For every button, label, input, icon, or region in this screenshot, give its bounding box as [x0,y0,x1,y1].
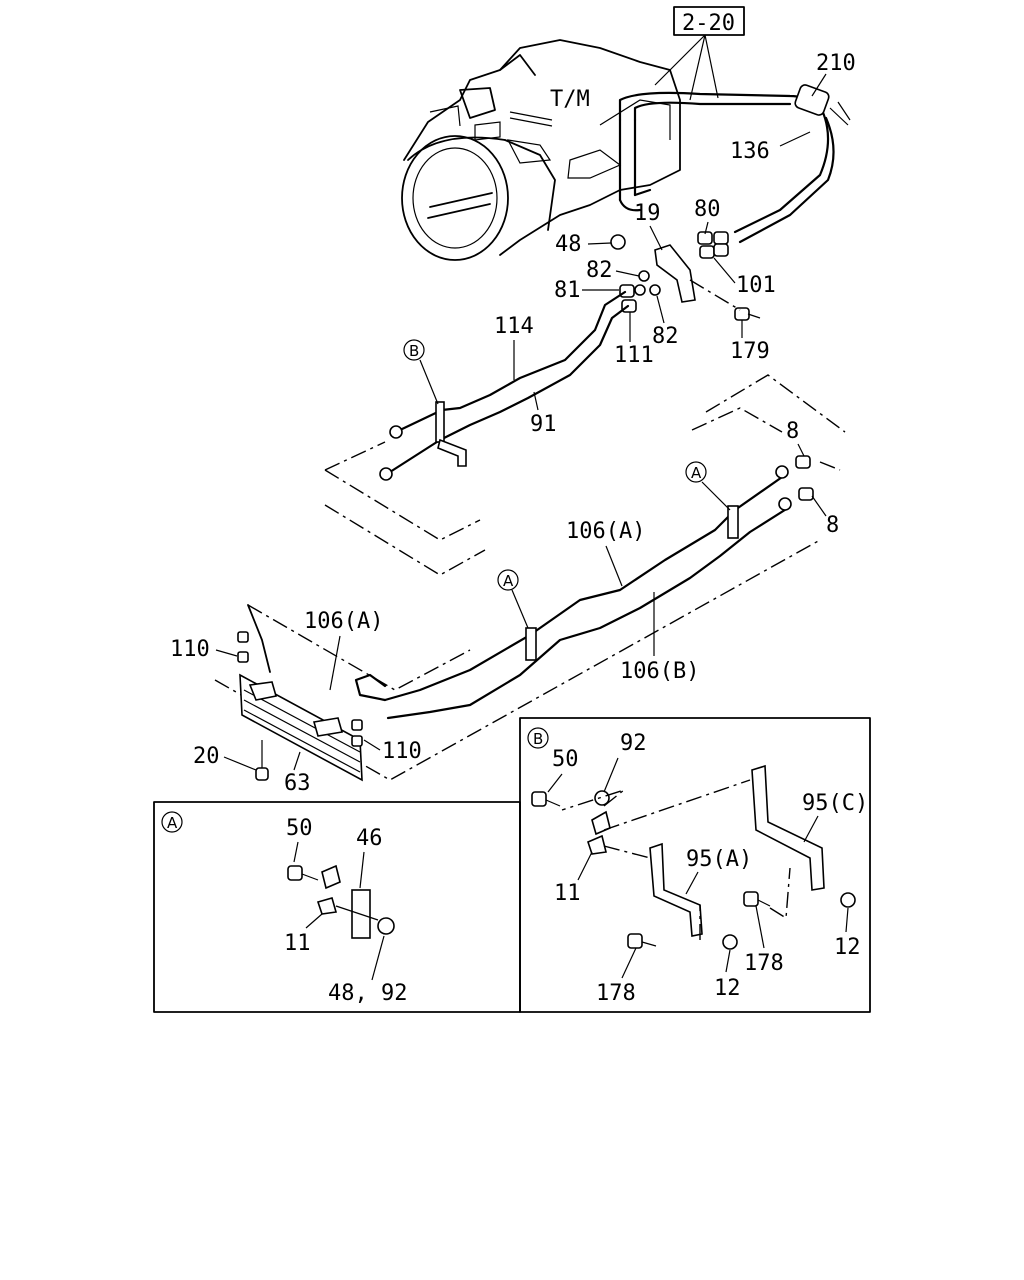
marker-a-lower-label: A [503,572,514,590]
callout-179: 179 [730,339,770,364]
detail-a-callout-11: 11 [284,931,311,956]
oil-cooler-63 [237,604,363,782]
callout-91: 91 [530,412,557,437]
transmission-drawing [401,39,681,261]
callout-101: 101 [736,273,776,298]
callout-110a: 110 [170,637,210,662]
bracket-19-assembly [610,231,761,321]
callout-114: 114 [494,314,534,339]
callout-82a: 82 [586,258,613,283]
detail-b-callout-11: 11 [554,881,581,906]
cooler-hose-lines [618,84,851,244]
callout-20: 20 [193,744,220,769]
detail-a-callout-46: 46 [356,826,383,851]
callout-82b: 82 [652,324,679,349]
callout-106a-upper: 106(A) [566,519,645,544]
detail-b-panel: B [519,717,871,1013]
detail-a-marker-icon [161,811,183,833]
callout-106a-lower: 106(A) [304,609,383,634]
detail-b-callout-92: 92 [620,731,647,756]
detail-a-callout-48-92: 48, 92 [328,981,407,1006]
callout-19: 19 [634,201,661,226]
callout-210: 210 [816,51,856,76]
callout-8b: 8 [826,513,839,538]
pipes-106 [354,455,814,720]
transmission-label: T/M [550,87,590,112]
callout-80: 80 [694,197,721,222]
detail-b-callout-50: 50 [552,747,579,772]
callout-106b: 106(B) [620,659,699,684]
marker-a-lower-icon [497,569,519,591]
detail-b-callout-178-left: 178 [596,981,636,1006]
detail-b-callout-95a: 95(A) [686,847,752,872]
detail-b-callout-95c: 95(C) [802,791,868,816]
detail-b-marker-icon [527,727,549,749]
callout-81: 81 [554,278,581,303]
hose-clamp [794,84,830,116]
callout-48: 48 [555,232,582,257]
nut-48 [610,234,626,250]
detail-b-callout-178-right: 178 [744,951,784,976]
detail-a-marker-label: A [167,814,178,832]
callout-8a: 8 [786,419,799,444]
marker-a-upper-label: A [691,464,702,482]
pipes-114-91 [379,290,630,481]
marker-b-label: B [409,342,419,360]
callout-111: 111 [614,343,654,368]
detail-b-marker-label: B [533,730,543,748]
marker-a-upper-icon [685,461,707,483]
detail-b-callout-12-left: 12 [714,976,741,1001]
callout-63: 63 [284,771,311,796]
marker-b-icon [403,339,425,361]
detail-a-callout-50: 50 [286,816,313,841]
reference-box [673,6,745,36]
detail-b-callout-12-right: 12 [834,935,861,960]
reference-box-label: 2-20 [682,11,735,36]
callout-136: 136 [730,139,770,164]
callout-110b: 110 [382,739,422,764]
